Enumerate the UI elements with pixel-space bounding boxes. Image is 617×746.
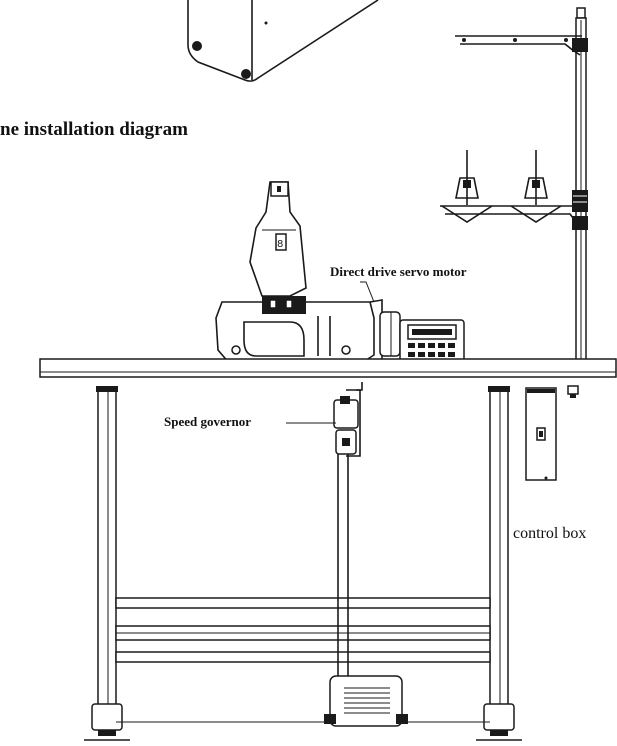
callout-speed-governor: Speed governor <box>164 414 336 429</box>
table-leg-right <box>476 386 522 741</box>
speed-governor <box>333 382 363 700</box>
table-crossbars <box>115 597 491 723</box>
label-servo-motor: Direct drive servo motor <box>330 264 467 279</box>
label-control-box: control box <box>513 525 586 542</box>
callout-servo-motor: Direct drive servo motor <box>330 264 467 303</box>
spool-cone-left <box>441 150 493 223</box>
control-box <box>525 385 579 481</box>
sewing-machine-head: 8 <box>215 181 375 371</box>
diagram-title: ne installation diagram <box>0 119 188 140</box>
spool-cone-right <box>510 150 562 223</box>
cabinet-corner <box>187 0 379 82</box>
svg-text:8: 8 <box>277 239 283 250</box>
label-speed-governor: Speed governor <box>164 414 251 429</box>
table-top <box>39 358 617 378</box>
thread-stand <box>440 7 588 370</box>
table-leg-left <box>84 386 130 741</box>
foot-pedal <box>324 675 408 727</box>
